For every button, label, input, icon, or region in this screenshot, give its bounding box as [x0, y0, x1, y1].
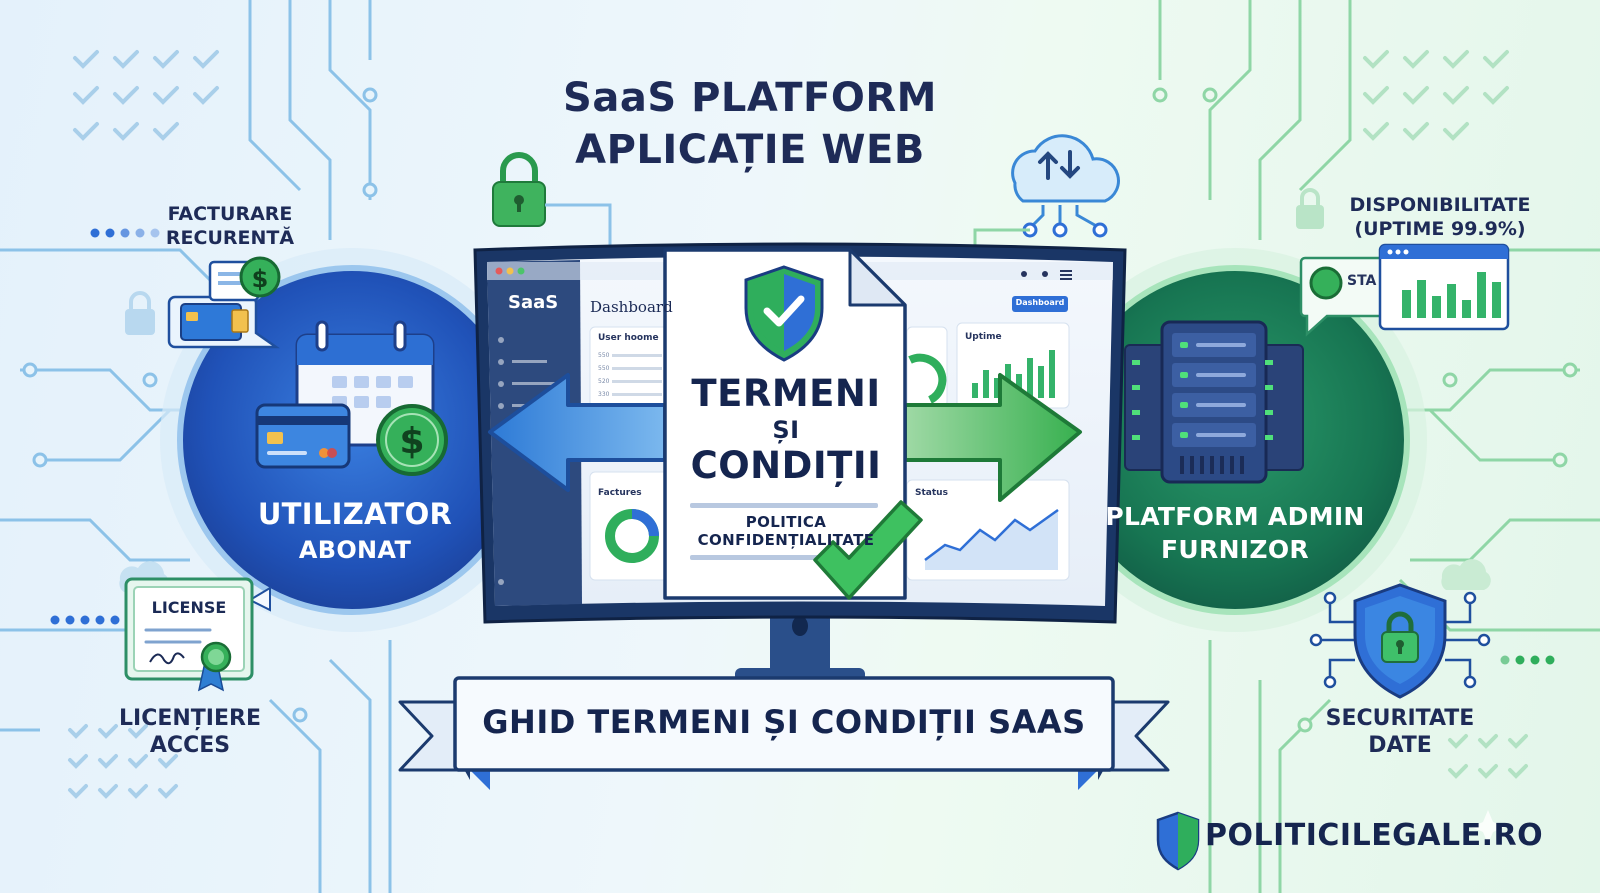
row-value: 520	[598, 378, 610, 385]
dot-accent-left	[50, 228, 160, 625]
row-value: 550	[598, 352, 610, 359]
dashboard-tab-button[interactable]: Dashboard	[1015, 298, 1065, 307]
small-cloud-right-icon	[1441, 559, 1491, 590]
status-chip-text: STA	[1347, 273, 1377, 289]
dashboard-logo: SaaS	[508, 292, 559, 313]
doc-title-line-3: CONDIȚII	[690, 444, 882, 487]
billing-label: FACTURARE RECURENTĂ	[150, 202, 310, 250]
check-grid-right	[1363, 50, 1528, 779]
license-certificate-icon	[124, 577, 271, 692]
admin-circle-title: PLATFORM ADMIN	[1105, 502, 1365, 531]
uptime-chart-icon	[1299, 243, 1510, 337]
billing-card-icon: $	[167, 256, 281, 349]
page-title: SaaS PLATFORM APLICAȚIE WEB	[480, 72, 1020, 176]
banner-ribbon	[398, 676, 1170, 790]
card-status-title: Status	[915, 488, 948, 498]
svg-text:$: $	[252, 265, 269, 293]
licensing-label-line-2: ACCES	[149, 733, 231, 758]
banner-text: GHID TERMENI ȘI CONDIȚII SAAS	[482, 703, 1086, 741]
doc-title-line-2: ȘI	[772, 416, 800, 444]
shield-check-icon	[744, 265, 824, 362]
row-value: 330	[598, 391, 610, 398]
server-rack-icon	[1124, 320, 1304, 484]
padlock-green-icon	[492, 152, 546, 227]
licensing-label-line-1: LICENȚIERE	[119, 706, 261, 731]
shield-lock-icon	[1309, 583, 1491, 699]
brand-shield-icon	[1156, 811, 1200, 871]
check-grid-left	[68, 50, 219, 799]
card-username-rows: 550 550 520 330	[598, 349, 609, 401]
title-line-1: SaaS PLATFORM	[563, 75, 937, 121]
user-circle-subtitle: ABONAT	[298, 536, 412, 564]
document-subtitle: POLITICA CONFIDENȚIALITATE	[668, 513, 904, 549]
sparkle-icon	[1471, 810, 1505, 844]
padlock-left-icon	[125, 291, 155, 335]
brand-link[interactable]: POLITICILEGALE.RO	[1205, 818, 1544, 853]
document-title: TERMENI ȘI CONDIȚII	[668, 373, 904, 487]
billing-label-line-2: RECURENTĂ	[165, 227, 295, 249]
dot-accent-right	[1500, 655, 1555, 665]
dollar-coin-icon: $	[376, 404, 448, 476]
uptime-label-line-1: DISPONIBILITATE	[1349, 194, 1531, 216]
credit-card-icon	[255, 403, 351, 469]
cloud-sync-icon	[1011, 134, 1120, 238]
uptime-label: DISPONIBILITATE (UPTIME 99.9%)	[1345, 193, 1535, 241]
card-uptime-title: Uptime	[965, 332, 1002, 342]
row-value: 550	[598, 365, 610, 372]
check-mark-icon	[813, 500, 923, 600]
title-line-2: APLICAȚIE WEB	[575, 127, 925, 173]
uptime-label-line-2: (UPTIME 99.9%)	[1354, 218, 1526, 240]
security-label-line-2: DATE	[1368, 733, 1432, 758]
card-factures-title: Factures	[598, 488, 642, 498]
security-label: SECURITATE DATE	[1305, 705, 1495, 759]
licensing-label: LICENȚIERE ACCES	[95, 705, 285, 759]
user-circle-title: UTILIZATOR	[257, 497, 453, 531]
padlock-right-icon	[1296, 188, 1324, 229]
doc-subtitle-line-2: CONFIDENȚIALITATE	[697, 531, 875, 549]
security-label-line-1: SECURITATE	[1325, 706, 1475, 731]
card-username-title: User hoome	[598, 333, 659, 343]
admin-circle-subtitle: FURNIZOR	[1161, 535, 1309, 564]
billing-label-line-1: FACTURARE	[167, 203, 293, 225]
doc-title-line-1: TERMENI	[691, 372, 881, 415]
license-badge-text: LICENSE	[151, 598, 227, 617]
doc-subtitle-line-1: POLITICA	[745, 513, 827, 531]
svg-text:$: $	[399, 421, 424, 462]
dashboard-title: Dashboard	[590, 298, 673, 316]
